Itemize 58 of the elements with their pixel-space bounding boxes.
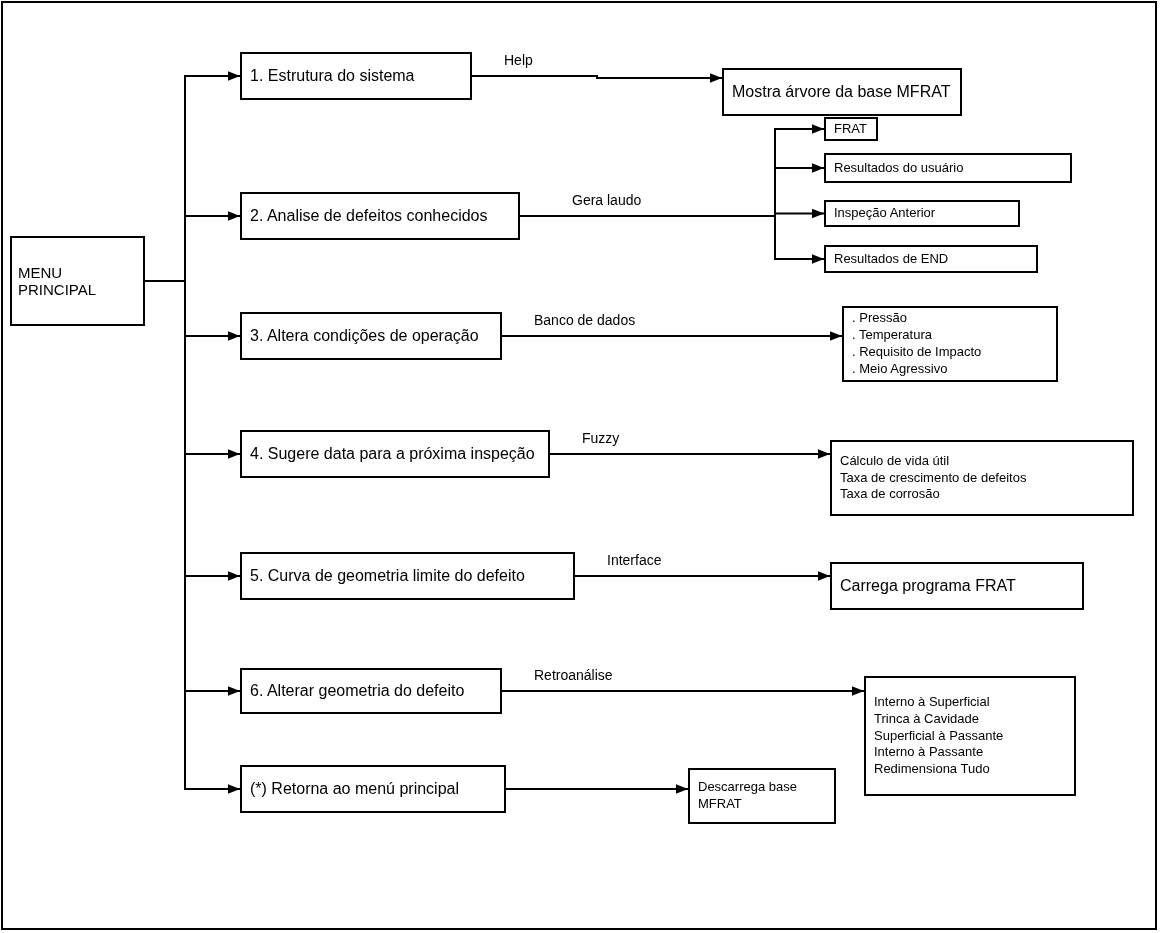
box-text: Interno à Superficial: [874, 693, 991, 711]
box-text: MENU PRINCIPAL: [18, 264, 98, 298]
process-box: [240, 192, 520, 240]
process-box: [10, 236, 145, 326]
edge-label: Fuzzy: [580, 430, 622, 446]
box-text: Superficial à Passante: [874, 727, 1005, 745]
box-text: Taxa de corrosão: [840, 486, 941, 504]
box-text: 3. Altera condições de operação: [250, 327, 480, 345]
process-box: [824, 153, 1072, 183]
box-text: Resultados do usuário: [834, 159, 965, 177]
process-box: [240, 52, 472, 100]
process-box: [824, 117, 878, 141]
box-text: Trinca à Cavidade: [874, 710, 980, 728]
box-text: Interno à Passante: [874, 744, 985, 762]
process-box: [830, 440, 1134, 516]
process-box: [824, 245, 1038, 273]
box-text: Carrega programa FRAT: [840, 577, 1017, 595]
edge-label: Interface: [605, 552, 664, 568]
box-text: Mostra árvore da base MFRAT: [732, 83, 952, 101]
box-text: . Pressão: [852, 310, 908, 328]
box-text: (*) Retorna ao menú principal: [250, 780, 460, 798]
box-text: . Meio Agressivo: [852, 360, 949, 378]
box-text: FRAT: [834, 120, 868, 138]
arrow: [505, 784, 689, 794]
arrow: [519, 215, 825, 264]
edge-label: Help: [502, 52, 535, 68]
edge-label: Retroanálise: [532, 667, 615, 683]
process-box: [240, 312, 502, 360]
edge-label: Banco de dados: [532, 312, 638, 328]
arrow: [574, 571, 831, 581]
box-text: 2. Analise de defeitos conhecidos: [250, 207, 489, 225]
box-text: Redimensiona Tudo: [874, 761, 991, 779]
arrow: [501, 686, 865, 696]
process-box: [240, 668, 502, 714]
box-text: Inspeção Anterior: [834, 205, 937, 222]
box-text: . Temperatura: [852, 327, 933, 344]
box-text: Descarrega base MFRAT: [698, 779, 798, 813]
process-box: [842, 306, 1058, 382]
process-box: [240, 552, 575, 600]
process-box: [722, 68, 962, 116]
box-text: 1. Estrutura do sistema: [250, 67, 416, 85]
arrow: [549, 449, 831, 459]
process-box: [688, 768, 836, 824]
process-box: [830, 562, 1084, 610]
process-box: [864, 676, 1076, 796]
arrow: [501, 331, 843, 341]
arrow: [471, 73, 723, 83]
process-box: [240, 430, 550, 478]
process-box: [240, 765, 506, 813]
box-text: . Requisito de Impacto: [852, 344, 983, 361]
box-text: 5. Curva de geometria limite do defeito: [250, 567, 526, 585]
box-text: 4. Sugere data para a próxima inspeção: [250, 445, 536, 463]
box-text: Taxa de crescimento de defeitos: [840, 469, 1028, 487]
process-box: [824, 200, 1020, 227]
edge-label: Gera laudo: [570, 192, 644, 208]
box-text: Cálculo de vida útil: [840, 452, 951, 470]
box-text: 6. Alterar geometria do defeito: [250, 682, 466, 700]
box-text: Resultados de END: [834, 250, 950, 268]
